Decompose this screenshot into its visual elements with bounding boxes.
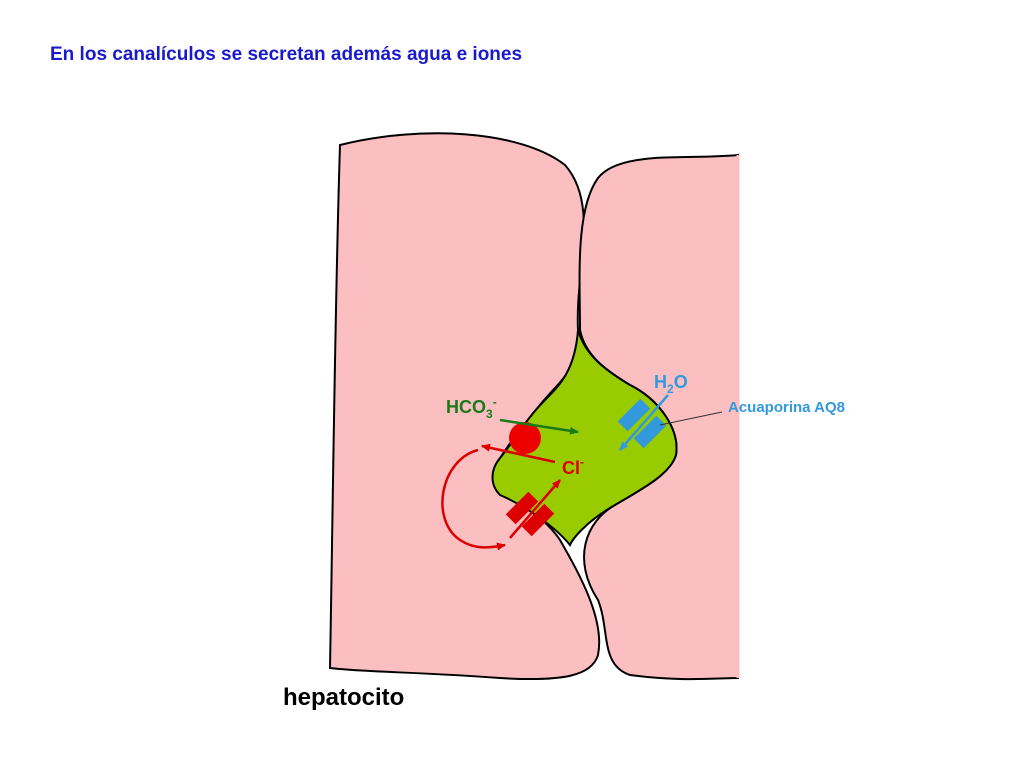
chloride-recycle-arrow: [441, 448, 506, 551]
cell-caption: hepatocito: [283, 684, 405, 711]
left-hepatocyte: [328, 132, 601, 681]
anion-exchanger: [509, 422, 541, 454]
bile-canaliculus: [491, 329, 678, 547]
aquaporin-label: Acuaporina AQ8: [728, 399, 845, 416]
page-title: En los canalículos se secretan además ag…: [50, 44, 523, 65]
chloride-channel: [505, 491, 555, 537]
bicarbonate-arrow: [499, 418, 579, 435]
chloride-out-arrow: [509, 479, 561, 539]
aquaporin-channel: [617, 398, 667, 449]
chloride-label: Cl-: [562, 455, 584, 478]
aquaporin-pointer-line: [659, 411, 723, 426]
water-arrow: [619, 394, 669, 451]
bicarbonate-label: HCO3-: [446, 395, 497, 421]
water-label: H2O: [654, 372, 688, 396]
chloride-in-arrow: [481, 443, 556, 464]
